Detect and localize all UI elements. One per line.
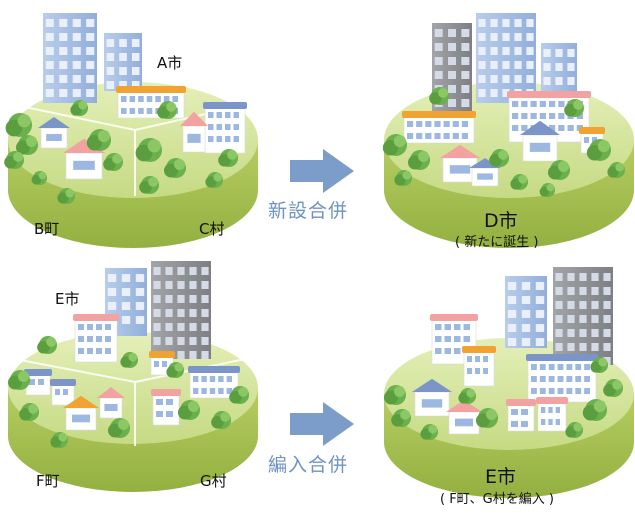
label-d-city-note: ( 新たに誕生 )	[455, 235, 539, 250]
absorption-merger-label: 編入合併	[268, 454, 349, 476]
label-d-city: D市	[484, 210, 518, 232]
new-merger-label: 新設合併	[268, 200, 349, 222]
disc-e-city-after	[384, 267, 634, 498]
label-b-town: B町	[34, 220, 60, 238]
label-f-town: F町	[36, 472, 60, 490]
disc-d-city	[382, 13, 634, 248]
label-e-city-after: E市	[485, 466, 517, 488]
label-a-city: A市	[157, 54, 183, 72]
disc-a-b-c	[4, 13, 258, 248]
label-g-village: G村	[200, 472, 227, 490]
label-e-city: E市	[55, 290, 80, 308]
absorption-merger-arrow-icon	[290, 402, 354, 446]
new-merger-arrow-icon	[290, 149, 354, 193]
label-c-village: C村	[199, 220, 225, 238]
disc-e-f-g	[8, 261, 258, 492]
label-e-city-after-note: ( F町、G村を編入 )	[440, 492, 554, 507]
